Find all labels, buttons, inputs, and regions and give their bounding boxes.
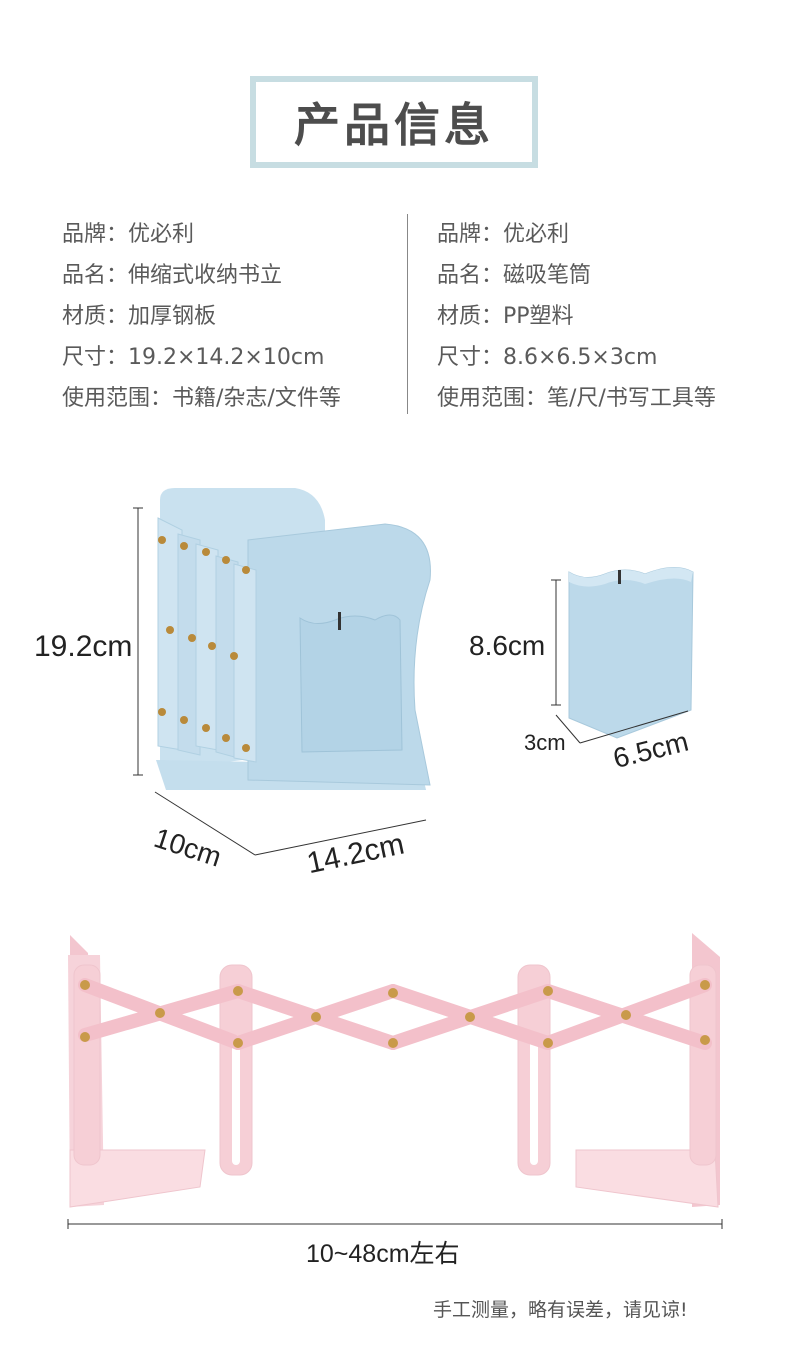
penholder-depth-label: 3cm [524,730,566,755]
spec-value: 书籍/杂志/文件等 [172,386,341,411]
spec-value: 优必利 [503,222,570,247]
penholder-height-label: 8.6cm [469,630,546,661]
spec-divider [407,214,408,414]
spec-row: 品牌：优必利 [437,216,716,257]
penholder-dimension-lines [551,579,689,744]
spec-row: 尺寸：19.2×14.2×10cm [62,339,341,380]
spec-value: 加厚钢板 [128,304,217,329]
bookend-specs: 品牌：优必利 品名：伸缩式收纳书立 材质：加厚钢板 尺寸：19.2×14.2×1… [62,216,341,421]
spec-label: 品牌： [437,222,504,247]
extended-bookend-image [68,933,720,1208]
spec-label: 材质： [62,304,129,329]
spec-label: 品牌： [62,222,129,247]
measurement-note: 手工测量，略有误差，请见谅! [433,1299,688,1321]
page-title-box: 产品信息 [250,76,538,168]
spec-value: 19.2×14.2×10cm [128,345,325,370]
spec-label: 使用范围： [437,386,548,411]
spec-row: 品名：磁吸笔筒 [437,257,716,298]
spec-row: 材质：加厚钢板 [62,298,341,339]
spec-row: 品名：伸缩式收纳书立 [62,257,341,298]
spec-label: 材质： [437,304,504,329]
spec-label: 尺寸： [437,345,504,370]
spec-row: 尺寸：8.6×6.5×3cm [437,339,716,380]
page-title: 产品信息 [294,98,494,152]
spec-value: 笔/尺/书写工具等 [547,386,716,411]
spec-value: 磁吸笔筒 [503,263,592,288]
extension-dimension-line [67,1219,723,1229]
spec-row: 品牌：优必利 [62,216,341,257]
spec-label: 品名： [62,263,129,288]
penholder-image [568,567,694,739]
penholder-specs: 品牌：优必利 品名：磁吸笔筒 材质：PP塑料 尺寸：8.6×6.5×3cm 使用… [437,216,716,421]
spec-label: 尺寸： [62,345,129,370]
bookend-height-label: 19.2cm [34,630,133,663]
spec-row: 材质：PP塑料 [437,298,716,339]
spec-value: 伸缩式收纳书立 [128,263,283,288]
bookend-dimension-lines [133,507,427,856]
spec-row: 使用范围：书籍/杂志/文件等 [62,380,341,421]
spec-value: 优必利 [128,222,195,247]
extension-range-label: 10~48cm左右 [306,1240,460,1268]
spec-row: 使用范围：笔/尺/书写工具等 [437,380,716,421]
spec-value: PP塑料 [503,304,574,329]
spec-label: 使用范围： [62,386,173,411]
spec-value: 8.6×6.5×3cm [503,345,658,370]
bookend-image [156,488,431,790]
spec-label: 品名： [437,263,504,288]
